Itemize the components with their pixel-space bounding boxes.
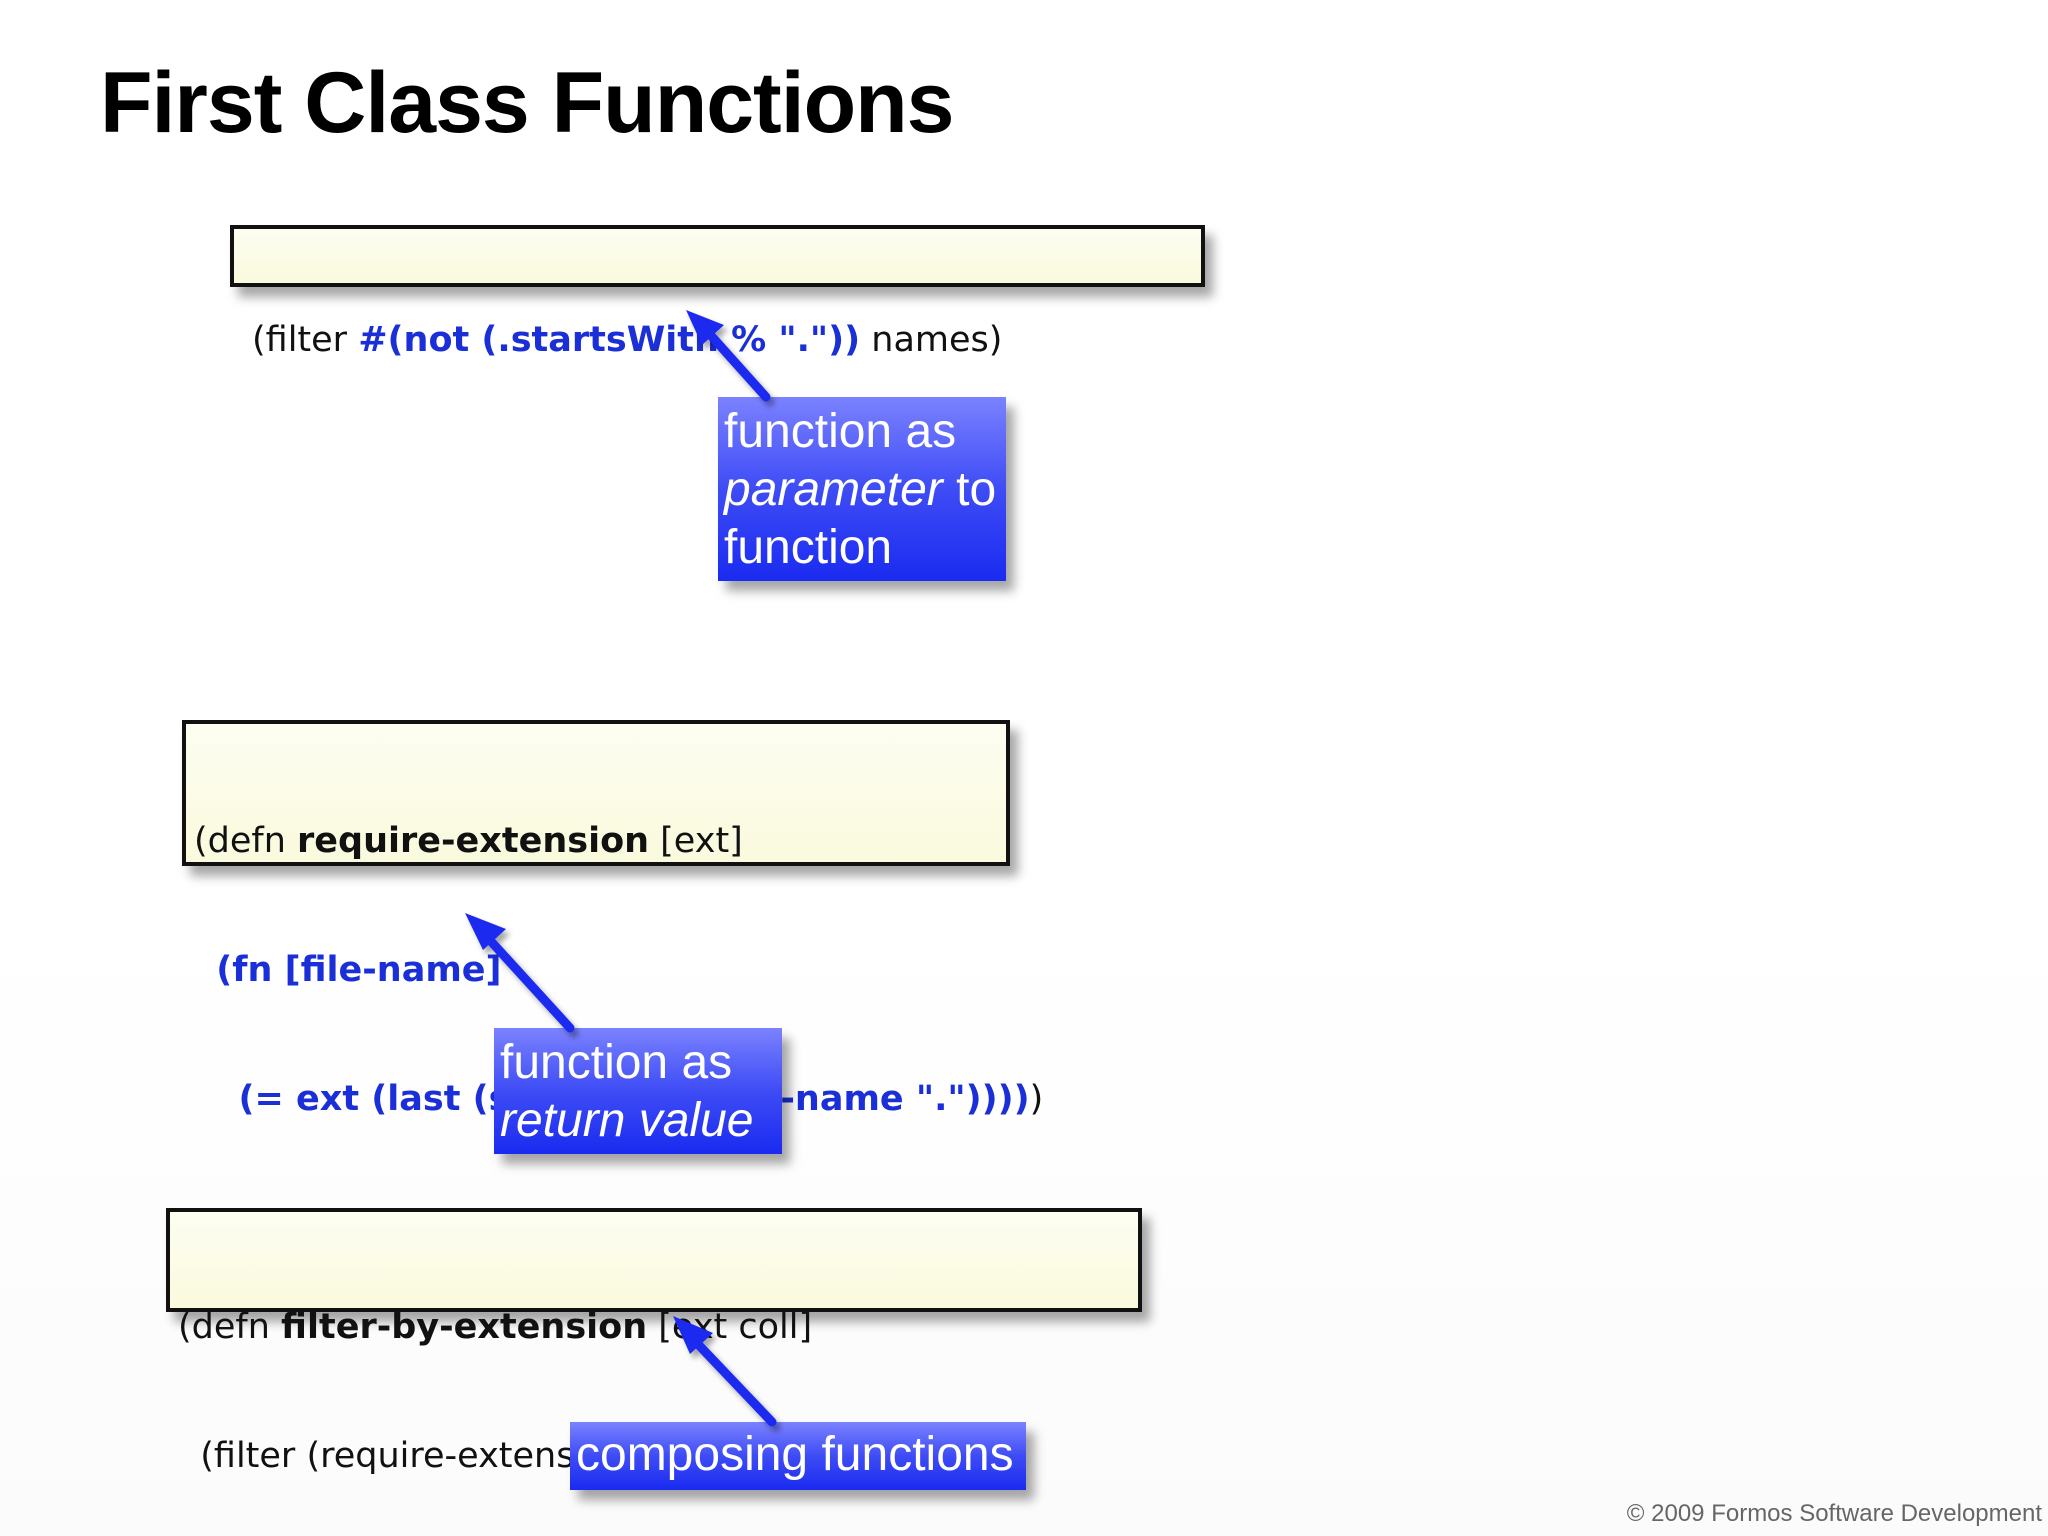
copyright-footer: © 2009 Formos Software Development <box>1626 1500 2042 1527</box>
callout-line: parameter to <box>724 461 998 519</box>
code-box-filter: (filter #(not (.startsWith % ".")) names… <box>230 225 1205 360</box>
code-box-require-extension: (defn require-extension [ext] (fn [file-… <box>182 720 1043 1119</box>
code-text: [ext] <box>649 821 743 861</box>
slide-title: First Class Functions <box>100 55 954 151</box>
callout-parameter: function as parameter to function <box>718 397 1006 581</box>
code-line: (fn [file-name] <box>194 949 998 992</box>
code-box-filter-by-extension: (defn filter-by-extension [ext coll] (fi… <box>166 1208 1142 1476</box>
callout-line: function as <box>724 405 957 458</box>
code-text: [ext coll] <box>647 1307 813 1347</box>
code-line: (filter #(not (.startsWith % ".")) names… <box>252 319 1193 362</box>
callout-line: composing functions <box>576 1428 1014 1481</box>
code-function-name: filter-by-extension <box>281 1307 648 1347</box>
code-indent <box>194 1079 239 1119</box>
callout-italic: parameter <box>724 463 943 516</box>
code-text: (filter <box>252 320 359 360</box>
callout-composing: composing functions <box>570 1422 1026 1490</box>
code-line: (defn filter-by-extension [ext coll] <box>178 1306 1130 1349</box>
callout-return-value: function as return value <box>494 1028 782 1154</box>
code-text: (defn <box>194 821 298 861</box>
callout-line: return value <box>500 1092 774 1150</box>
callout-text: to <box>942 463 997 516</box>
code-text: ) <box>1029 1079 1044 1119</box>
code-text: names) <box>860 320 1003 360</box>
code-inner-function: (fn [file-name] <box>216 950 502 990</box>
code-text: (defn <box>178 1307 282 1347</box>
code-indent <box>194 950 216 990</box>
code-function-name: require-extension <box>297 821 650 861</box>
callout-italic: return value <box>500 1094 754 1147</box>
code-anonymous-function: #(not (.startsWith % ".")) <box>358 320 861 360</box>
callout-line: function as <box>500 1036 733 1089</box>
callout-line: function <box>724 521 893 574</box>
code-line: (defn require-extension [ext] <box>194 820 998 863</box>
